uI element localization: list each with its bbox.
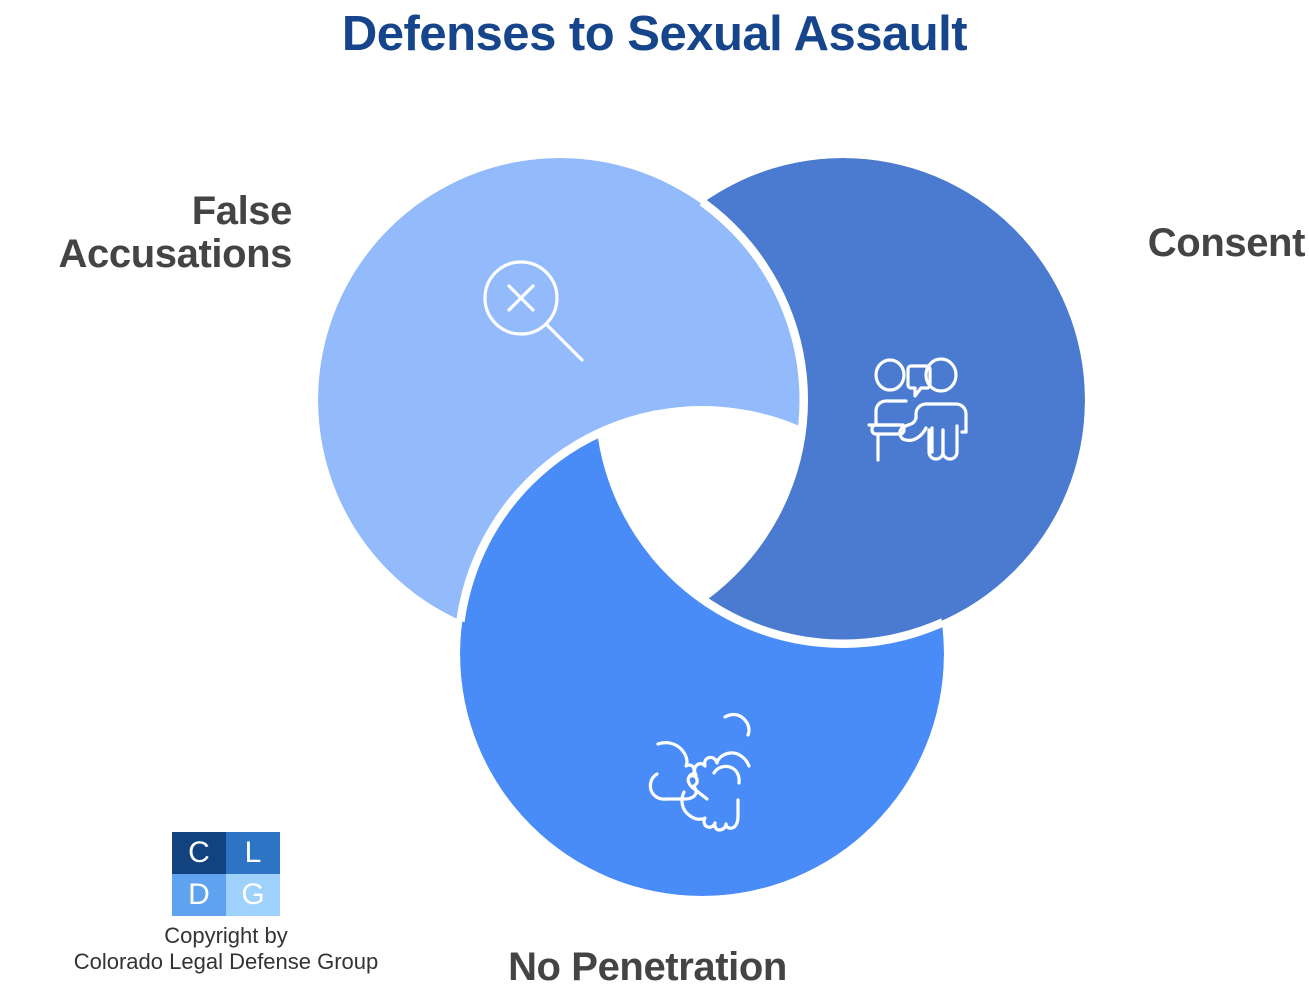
venn-label-consent: Consent	[1147, 221, 1306, 265]
interlocking-hands-icon	[648, 712, 751, 832]
cldg-logo: C L D G	[172, 832, 280, 916]
copyright-text: Copyright by Colorado Legal Defense Grou…	[73, 923, 379, 974]
venn-label-false-accusations: False Accusations	[58, 189, 293, 277]
two-people-speech-icon	[867, 357, 968, 462]
logo-letter-c: C	[172, 832, 226, 874]
page-title: Defenses to Sexual Assault	[341, 7, 968, 61]
magnifier-x-icon	[483, 260, 584, 362]
logo-letter-g: G	[226, 874, 280, 916]
brand-logo-block: C L D G Copyright by Colorado Legal Defe…	[0, 832, 452, 975]
arc-a-over-b	[601, 158, 805, 642]
venn-label-no-penetration: No Penetration	[508, 945, 787, 989]
arc-c-over-a	[457, 409, 802, 642]
venn-circle-consent[interactable]	[601, 158, 1085, 642]
logo-letter-d: D	[172, 874, 226, 916]
logo-letter-l: L	[226, 832, 280, 874]
arc-b-over-c	[598, 412, 944, 645]
